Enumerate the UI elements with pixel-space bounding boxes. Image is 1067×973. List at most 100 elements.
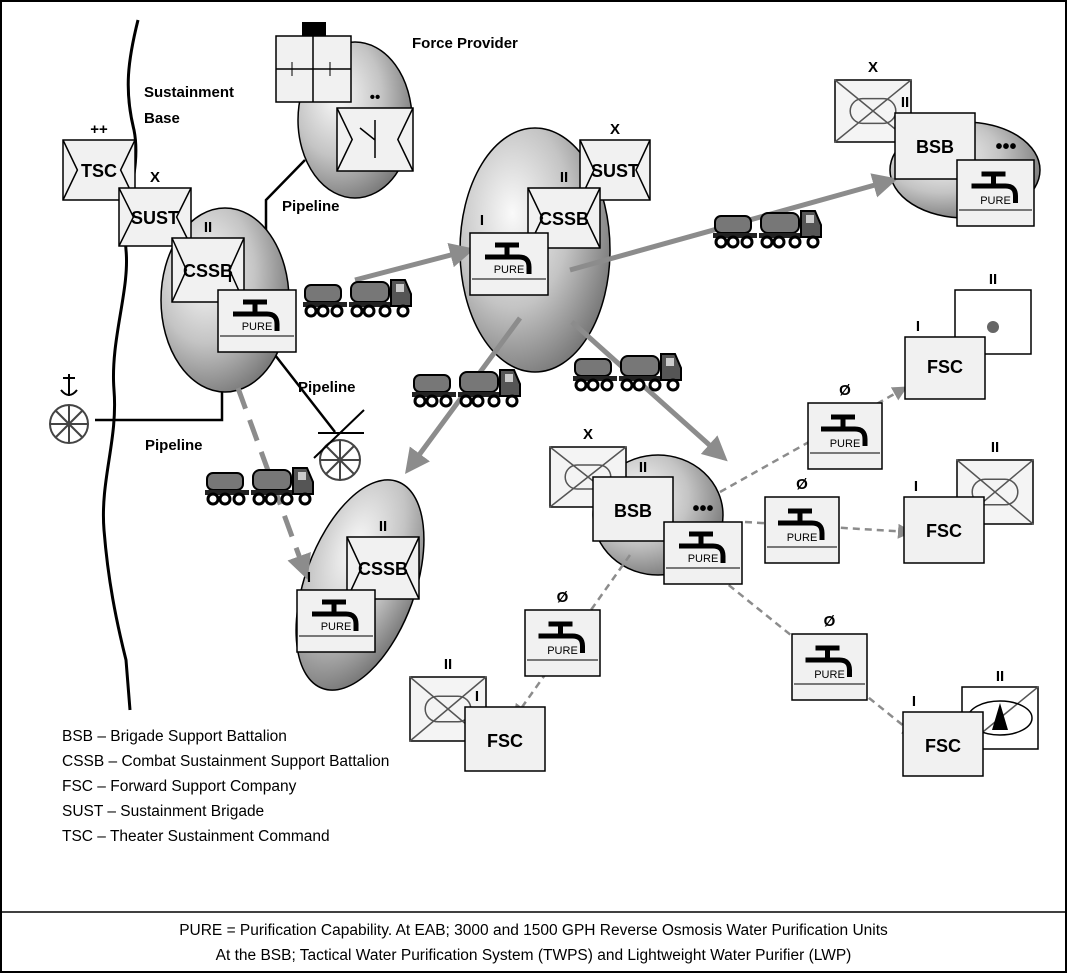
legend-item: CSSB – Combat Sustainment Support Battal… [62, 753, 389, 770]
bsb-box-label: BSB [614, 501, 652, 521]
sustainment-marking [346, 536, 420, 600]
echelon-marker: X [583, 426, 593, 443]
pure-label: PURE [494, 264, 525, 276]
sustainment-base-label: Base [144, 110, 180, 127]
fsc-box [904, 336, 986, 400]
cssb-box-label: CSSB [183, 261, 233, 281]
sust-box [118, 187, 192, 247]
water-point-symbol [313, 409, 365, 481]
armor-marking [849, 97, 897, 125]
pure-label: PURE [547, 645, 578, 657]
fsc-box-label: FSC [925, 736, 961, 756]
force-provider-label: Force Provider [412, 35, 518, 52]
artillery-marking [987, 321, 999, 333]
sustainment-marking [336, 107, 414, 172]
coastline [101, 19, 140, 711]
fsc-box-label: FSC [926, 521, 962, 541]
echelon-marker: I [228, 269, 232, 286]
pure-label: PURE [787, 532, 818, 544]
echelon-marker: II [996, 668, 1004, 685]
echelon-marker: II [379, 518, 387, 535]
bsb-box [592, 476, 674, 542]
echelon-marker: II [989, 271, 997, 288]
unit-symbols: ••TSC++SUSTXCSSBIIPUREISUSTXCSSBIIPUREIX… [62, 22, 1039, 777]
echelon-marker: II [204, 219, 212, 236]
pure-box [764, 496, 840, 564]
pure-box [807, 402, 883, 470]
legend-item: BSB – Brigade Support Battalion [62, 728, 287, 745]
fsc-box-label: FSC [927, 357, 963, 377]
bsb-box-label: BSB [916, 137, 954, 157]
echelon-marker: I [916, 318, 920, 335]
legend-item: SUST – Sustainment Brigade [62, 803, 264, 820]
pure-box [296, 589, 376, 653]
more-units-marker: ••• [692, 498, 713, 520]
fsc-box-label: FSC [487, 731, 523, 751]
fsc-box [902, 711, 984, 777]
pure-label: PURE [814, 669, 845, 681]
cssb-box [346, 536, 420, 600]
echelon-marker: X [150, 169, 160, 186]
truck-icon [711, 209, 823, 249]
more-units-marker: ••• [995, 136, 1016, 158]
fsc-box [464, 706, 546, 772]
sust-box-label: SUST [591, 161, 639, 181]
echelon-marker: •• [370, 89, 381, 106]
legend: BSB – Brigade Support Battalion CSSB – C… [62, 728, 389, 845]
echelon-marker: II [560, 169, 568, 186]
echelon-marker: II [639, 459, 647, 476]
footer-line-2: At the BSB; Tactical Water Purification … [215, 947, 852, 964]
truck-icon [571, 352, 683, 392]
sust-box-label: SUST [131, 208, 179, 228]
echelon-marker: II [991, 439, 999, 456]
echelon-marker: X [610, 121, 620, 138]
legend-item: FSC – Forward Support Company [62, 778, 297, 795]
cssb-box-label: CSSB [539, 209, 589, 229]
echelon-marker: I [475, 688, 479, 705]
sustainment-base-label: Sustainment [144, 84, 234, 101]
echelon-marker: I [912, 693, 916, 710]
echelon-marker: Ø [796, 476, 808, 493]
echelon-marker: ++ [90, 121, 108, 138]
pure-box [524, 609, 601, 677]
pipeline-label: Pipeline [282, 198, 340, 215]
pure-label: PURE [830, 438, 861, 450]
service-marking [359, 120, 376, 158]
echelon-marker: I [914, 478, 918, 495]
echelon-marker: II [444, 656, 452, 673]
legend-item: TSC – Theater Sustainment Command [62, 828, 330, 845]
truck-icon [301, 278, 413, 318]
echelon-marker: I [480, 212, 484, 229]
footer-line-1: PURE = Purification Capability. At EAB; … [179, 922, 888, 939]
truck-icon [203, 466, 315, 506]
aviation-marking [992, 703, 1008, 730]
echelon-marker: Ø [557, 589, 569, 606]
sust-box [579, 139, 651, 201]
echelon-marker: Ø [839, 382, 851, 399]
pure-label: PURE [321, 621, 352, 633]
tsc-box-label: TSC [81, 161, 117, 181]
armor-marking [971, 478, 1019, 506]
pipeline-label: Pipeline [298, 379, 356, 396]
echelon-marker: I [307, 569, 311, 586]
port-symbol [49, 404, 89, 444]
pure-label: PURE [688, 553, 719, 565]
pure-label: PURE [242, 321, 273, 333]
echelon-marker: II [901, 94, 909, 111]
truck-icon [410, 368, 522, 408]
flag-marking [302, 22, 326, 36]
echelon-marker: Ø [824, 613, 836, 630]
cross-marking [549, 446, 627, 508]
pure-box [956, 159, 1035, 227]
pipeline-label: Pipeline [145, 437, 203, 454]
cssb-box-label: CSSB [358, 559, 408, 579]
pure-label: PURE [980, 195, 1011, 207]
fsc-box [903, 496, 985, 564]
cross-marking [409, 676, 487, 742]
sustainment-marking [118, 187, 192, 247]
cross-marking [834, 79, 912, 143]
anchor-icon [60, 374, 78, 396]
diagram-labels: Force Provider Sustainment Base Pipeline… [144, 35, 518, 454]
